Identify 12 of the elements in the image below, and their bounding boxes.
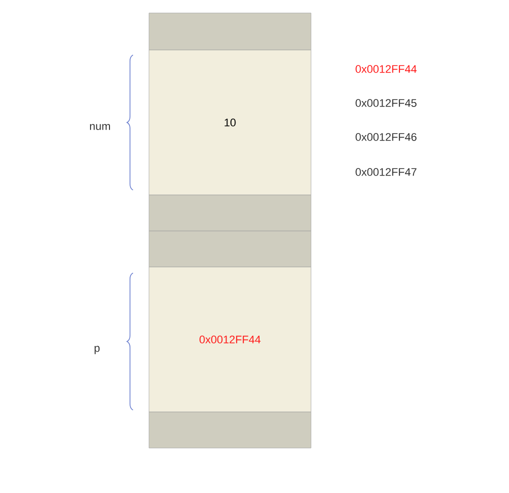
address-label: 0x0012FF47 (356, 168, 416, 176)
empty-memory-cell (148, 230, 312, 268)
empty-memory-cell (148, 12, 312, 50)
empty-memory-cell (148, 194, 312, 232)
memory-cell: 0x0012FF44 (148, 266, 312, 412)
memory-cell: 10 (148, 50, 312, 196)
address-label: 0x0012FF44 (356, 65, 417, 73)
variable-name: num (90, 124, 110, 130)
address-label: 0x0012FF45 (356, 99, 416, 107)
address-label: 0x0012FF46 (356, 133, 416, 141)
empty-memory-cell (148, 412, 312, 448)
variable-name: p (94, 346, 100, 354)
